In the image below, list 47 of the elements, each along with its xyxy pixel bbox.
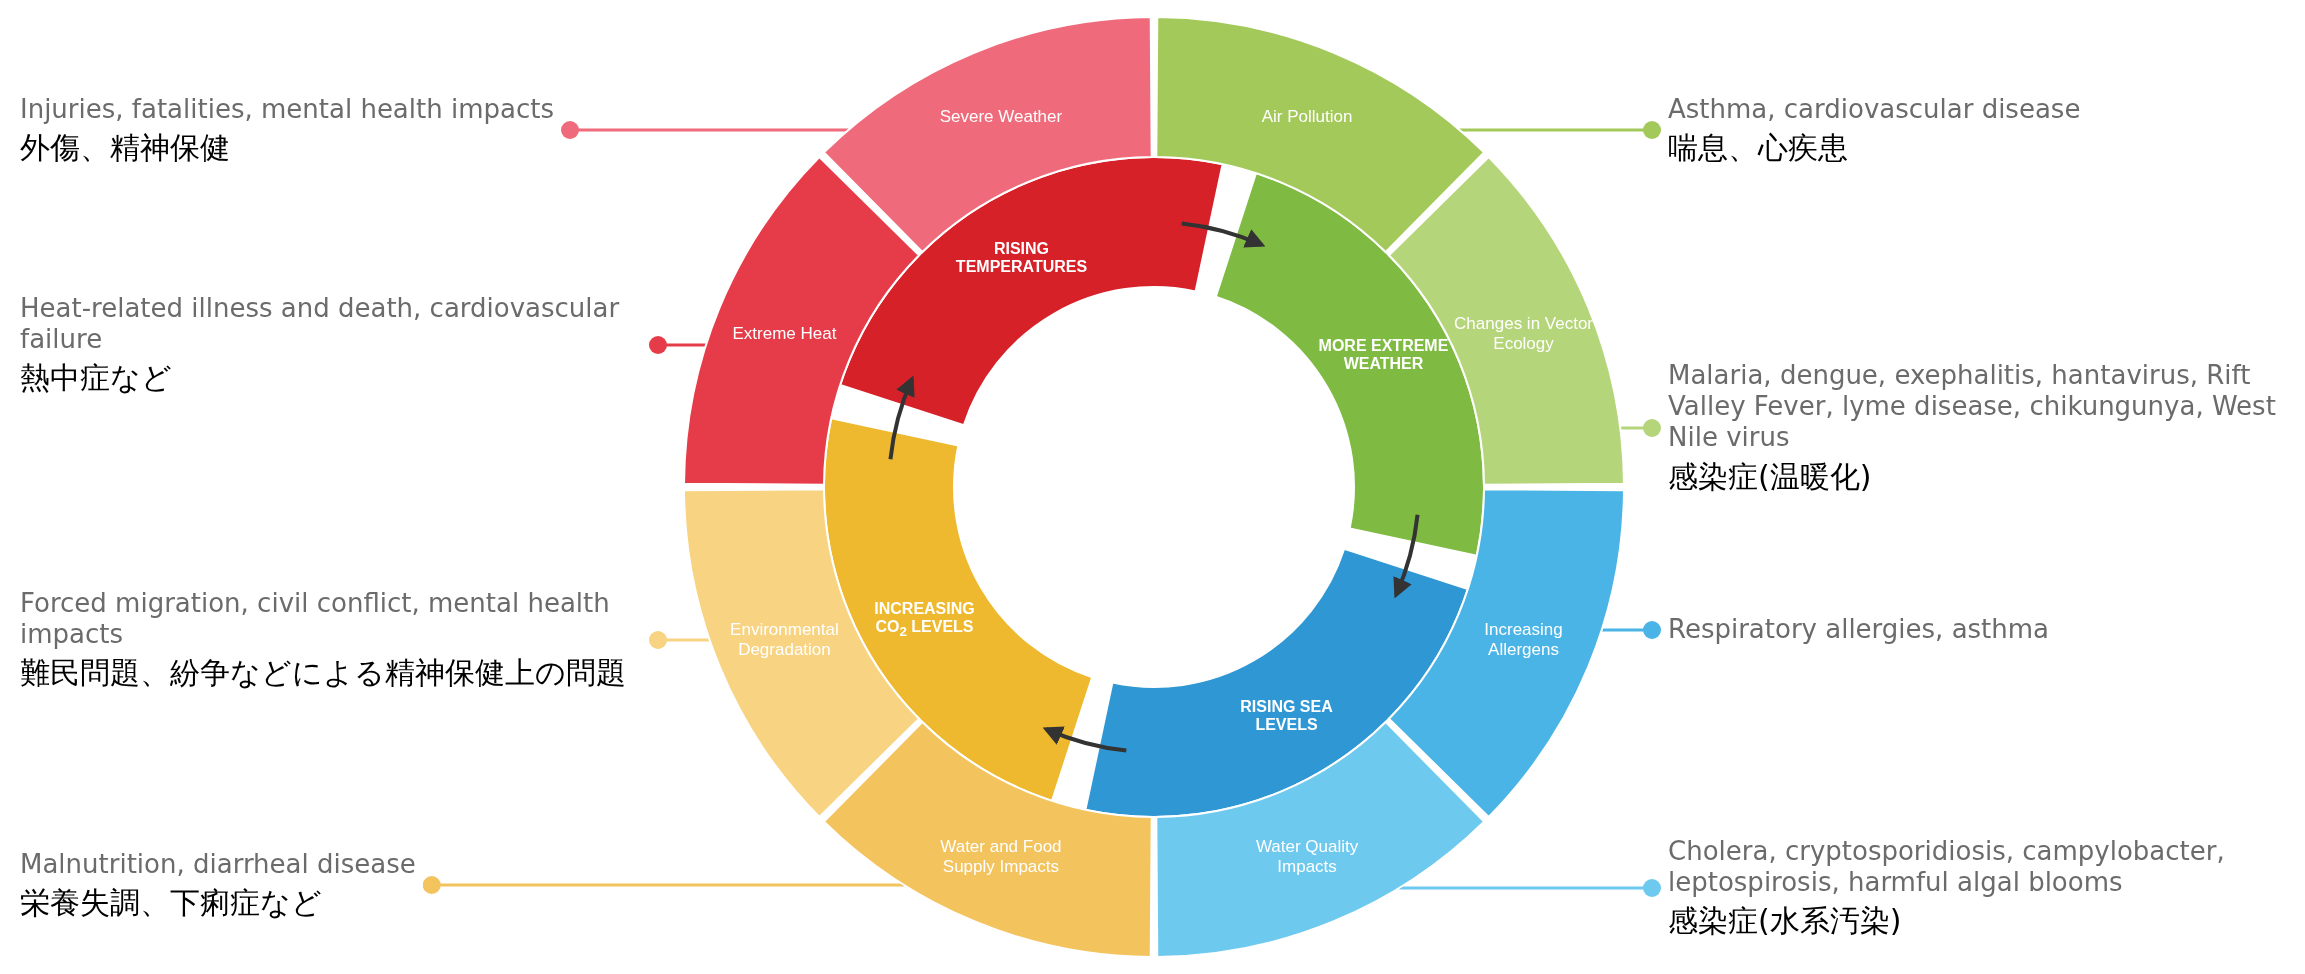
cycle-segment [839,156,1224,427]
leader-line [1399,879,1661,897]
impact-note: 難民問題、紛争などによる精神保健上の問題 [20,654,627,692]
ring-segment [823,720,1153,958]
impact-text: Cholera, cryptosporidiosis, campylobacter, leptospirosis, harmful algal blooms [1668,836,2226,899]
impact-text: Heat-related illness and death, cardiovascular failure [20,293,621,356]
segment-label: Changes in Vector Ecology [1453,313,1594,354]
segment-label: Water Quality Impacts [1254,836,1360,877]
impact-text: Injuries, fatalities, mental health impacts [20,93,554,125]
cycle-label: RISING SEA LEVELS [1239,698,1334,735]
impact-note: 栄養失調、下痢症など [20,883,323,922]
leader-line [1601,621,1661,639]
cycle-segment [1084,547,1469,818]
impact-note: 外傷、精神保健 [20,128,231,167]
impact-text: Malnutrition, diarrheal disease [20,848,416,880]
cycle-label: RISING TEMPERATURES [955,239,1088,276]
leader-line [561,121,849,139]
segment-label: Water and Food Supply Impacts [939,836,1063,877]
leader-line [422,876,904,894]
cycle-label: INCREASING CO$_{2}$ LEVELS [873,599,976,640]
leader-line [649,336,706,354]
leader-line [1620,419,1661,437]
arrow [1181,221,1266,249]
segment-label: Environmental Degradation [729,620,840,661]
arrow [1392,514,1420,599]
segment-label: Extreme Heat [732,323,837,344]
ring-segment [823,16,1153,254]
impact-note: 感染症(水系汚染) [1668,902,1903,940]
arrow [888,375,916,460]
ring-segment [1155,720,1485,958]
leader-line [649,631,710,649]
segment-label: Increasing Allergens [1483,620,1564,661]
impact-note: 感染症(温暖化) [1668,458,1873,496]
impact-note: 喘息、心疾患 [1668,128,1849,167]
ring-segment [1387,488,1625,818]
segment-label: Severe Weather [939,107,1063,128]
arrow [1042,725,1127,753]
impact-text: Respiratory allergies, asthma [1668,614,2050,646]
ring-segment [683,156,921,486]
impact-text: Forced migration, civil conflict, mental health impacts [20,588,611,651]
impact-text: Malaria, dengue, exephalitis, hantavirus, Rift Valley Fever, lyme disease, chikungunya, West Nile virus [1668,360,2277,455]
cycle-label: MORE EXTREME WEATHER [1317,336,1450,373]
impact-text: Asthma, cardiovascular disease [1668,93,2081,125]
segment-label: Air Pollution [1261,107,1353,128]
impact-note: 熱中症など [20,359,173,397]
leader-line [1459,121,1661,139]
ring-segment [1155,16,1485,254]
